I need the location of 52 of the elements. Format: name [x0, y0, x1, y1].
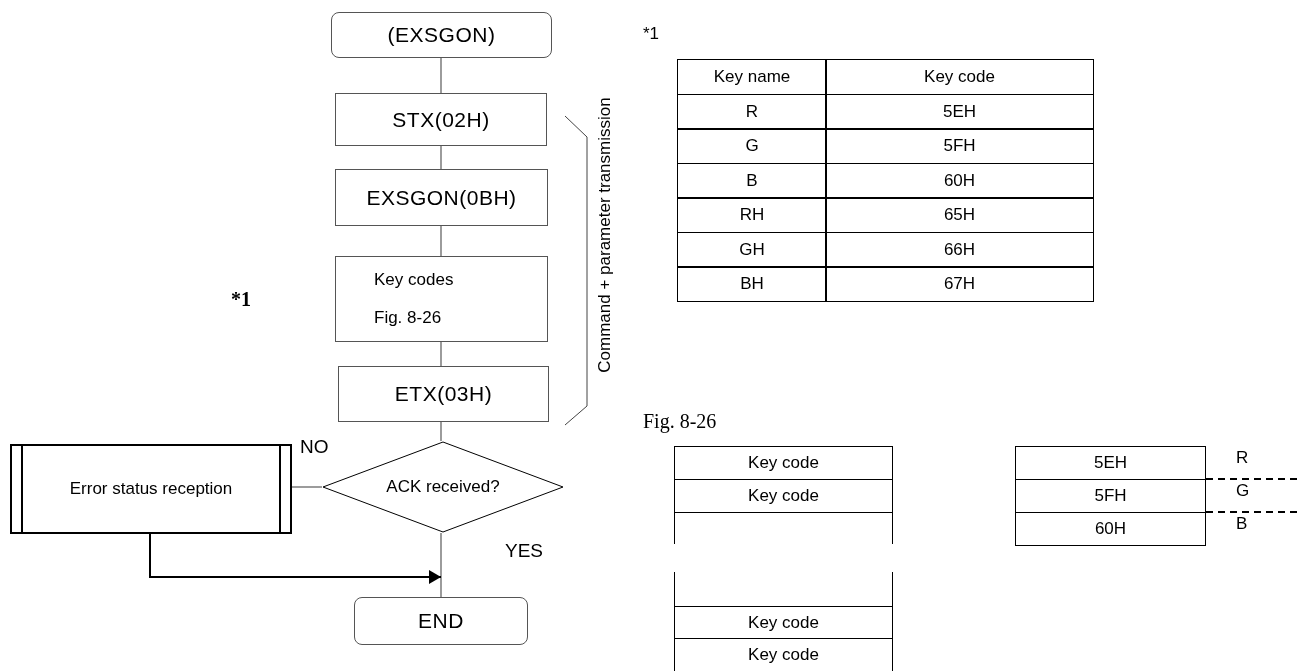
node-text: ACK received? — [386, 477, 500, 497]
table-cell: 5FH — [825, 128, 1094, 164]
table-cell: B — [677, 162, 827, 199]
connector-line — [440, 57, 442, 94]
node-text: ETX(03H) — [394, 382, 493, 406]
node-text: Key codes — [374, 269, 454, 291]
table-cell: Key code — [674, 638, 893, 671]
table-cell: 5EH — [825, 93, 1094, 130]
process-box — [335, 169, 548, 226]
connector-line — [291, 486, 323, 488]
connector-line — [440, 341, 442, 367]
table-cell: 5FH — [1015, 479, 1206, 513]
table-cell: Key code — [674, 446, 893, 480]
arrow — [149, 533, 442, 584]
table-cell: 65H — [825, 197, 1094, 233]
connector-line — [440, 145, 442, 170]
node-text: (EXSGON) — [387, 23, 496, 47]
bracket-label: Command + parameter transmission — [595, 97, 615, 373]
connector-line — [440, 421, 442, 442]
node-text: STX(02H) — [392, 107, 490, 132]
table-cell: Key code — [674, 479, 893, 513]
table-cell: 5EH — [1015, 446, 1206, 480]
footnote-mark: *1 — [231, 288, 251, 311]
table-cell: GH — [677, 231, 827, 268]
node-text: END — [418, 609, 464, 633]
process-box — [338, 366, 549, 422]
table-cell: Key code — [674, 606, 893, 639]
footnote-mark: *1 — [643, 24, 660, 44]
table-cell: G — [677, 128, 827, 164]
table-cell: 66H — [825, 231, 1094, 268]
process-box — [335, 93, 547, 146]
connector-line — [440, 225, 442, 257]
connector-line — [440, 532, 442, 598]
table-cell: 60H — [1015, 512, 1206, 546]
terminal-box — [331, 12, 552, 58]
table-cell: BH — [677, 266, 827, 302]
subroutine-box — [10, 444, 292, 534]
table-cell: RH — [677, 197, 827, 233]
table-cell: Key name — [677, 59, 827, 95]
row-label: G — [1236, 481, 1250, 501]
row-label: B — [1236, 514, 1248, 534]
node-text: EXSGON(0BH) — [366, 185, 517, 210]
table-cell: 67H — [825, 266, 1094, 302]
figure-title: Fig. 8-26 — [643, 410, 717, 433]
table-cell: 60H — [825, 162, 1094, 199]
table-cell: Key code — [825, 59, 1094, 95]
table-cell: R — [677, 93, 827, 130]
terminal-box — [354, 597, 528, 645]
node-text: Error status reception — [69, 479, 233, 499]
row-label: R — [1236, 448, 1249, 468]
process-box — [335, 256, 548, 342]
node-text: Fig. 8-26 — [374, 307, 442, 329]
